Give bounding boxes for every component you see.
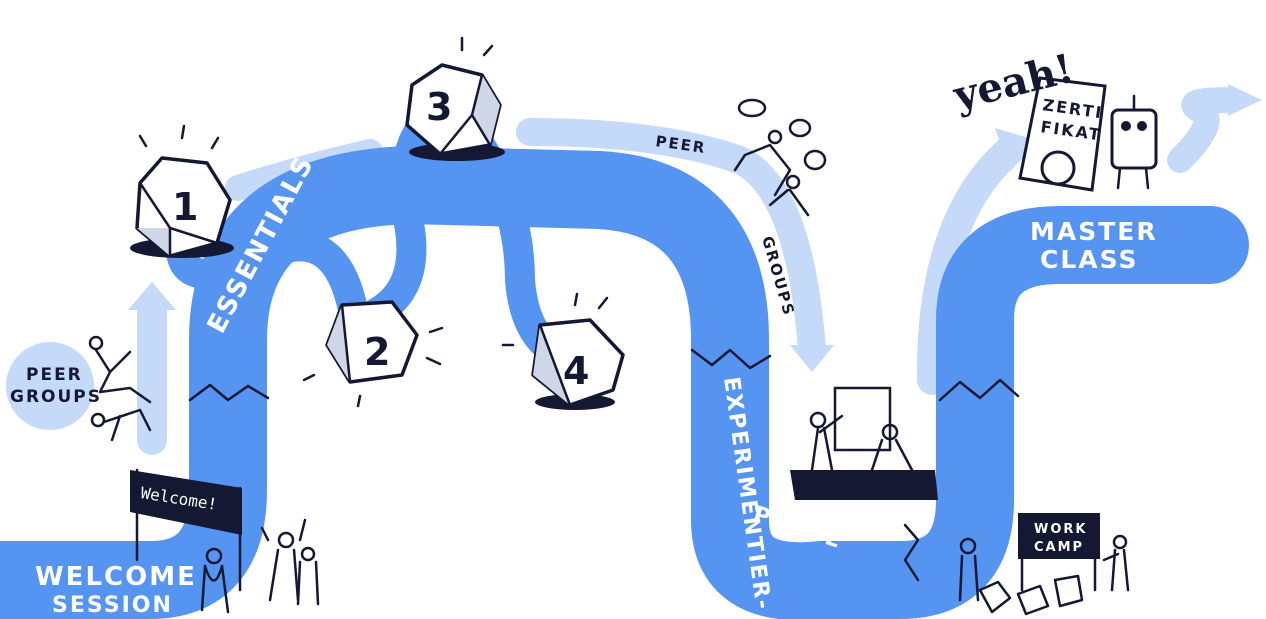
- person-head: [300, 546, 316, 562]
- certificate-paper: [1018, 76, 1107, 192]
- certificate-seal: [1040, 150, 1076, 186]
- master-up-arrow-head: [995, 128, 1035, 172]
- die-1-spark-3: [210, 136, 220, 150]
- workcamp-cube-1: [978, 580, 1012, 614]
- welcome-banner: [130, 470, 242, 535]
- crack-line-middle: [690, 348, 772, 370]
- person-head: [785, 174, 801, 190]
- person-head: [809, 411, 827, 429]
- crack-line-bottom: [903, 523, 920, 582]
- certificate-scene: ZERTI FIKAT yeah!: [948, 45, 1158, 192]
- person-head: [881, 423, 899, 441]
- workshop-ground: [790, 470, 938, 500]
- die-3-shade: [472, 75, 500, 145]
- robot-leg-left: [1116, 166, 1122, 190]
- person-figure: [260, 518, 307, 602]
- workcamp-line1: WORK: [1034, 522, 1087, 537]
- workcamp-cube-3: [1053, 574, 1084, 608]
- die-2-spark-2: [425, 356, 442, 366]
- crack-line-right: [938, 378, 1020, 402]
- die-1-shade: [137, 228, 170, 256]
- person-head: [277, 531, 295, 549]
- robot-eye-left: [1121, 121, 1131, 131]
- die-1-number: 1: [172, 185, 198, 229]
- master-class-label-line2: CLASS: [1040, 245, 1139, 274]
- person-figure: [810, 414, 844, 472]
- person-figure: [102, 408, 152, 442]
- die-4-edges: [538, 323, 572, 407]
- crack-line-left: [188, 383, 270, 402]
- person-figure: [733, 143, 792, 197]
- welcome-session-label-line1: WELCOME: [35, 562, 197, 592]
- peer-group-people-left: [88, 335, 152, 442]
- master-up-arrow-shaft: [916, 135, 1025, 395]
- peer-groups-arrow-head: [790, 345, 834, 372]
- person-figure: [958, 554, 980, 602]
- person-figure: [1102, 548, 1130, 592]
- person-head: [88, 335, 104, 351]
- person-figure: [200, 564, 230, 614]
- die-4-shade: [533, 325, 570, 405]
- left-up-arrow-head: [128, 282, 176, 310]
- person-figure: [870, 438, 914, 472]
- die-3-spark-2: [482, 44, 494, 57]
- speech-bubble: [803, 149, 827, 171]
- workcamp-cube-2: [1016, 584, 1050, 616]
- workcamp-line2: CAMP: [1034, 540, 1084, 555]
- workcamp-board: [1018, 513, 1100, 559]
- speech-bubble: [788, 118, 812, 138]
- person-head: [1112, 534, 1128, 550]
- die-2-number: 2: [364, 330, 390, 374]
- welcome-session-label-line2: SESSION: [52, 593, 173, 618]
- robot-leg-right: [1144, 166, 1150, 190]
- peer-arrow-people: [733, 98, 827, 217]
- welcome-group-people: [200, 518, 320, 614]
- peer-groups-bubble: [6, 342, 94, 430]
- die-3-edges: [438, 73, 492, 156]
- die-4-number: 4: [563, 349, 589, 393]
- person-head: [767, 129, 783, 145]
- die-2-spark-4: [356, 394, 362, 408]
- die-2: 2: [302, 300, 444, 408]
- speech-bubble: [737, 98, 767, 118]
- person-head: [959, 537, 977, 555]
- peer-groups-arrow-shaft: [516, 118, 826, 364]
- person-figure: [296, 560, 320, 606]
- die-1-spark-2: [138, 134, 148, 148]
- person-head: [205, 547, 223, 565]
- exit-squiggle-arrow: [1167, 87, 1243, 173]
- die-2-spark-1: [428, 326, 444, 334]
- peer-groups-bubble-line2: GROUPS: [10, 387, 102, 407]
- die-2-shade: [327, 305, 350, 382]
- robot-eye-right: [1137, 121, 1147, 131]
- experiment-workshop-scene: [790, 386, 938, 500]
- die-1-spark: [180, 124, 186, 140]
- main-path-river: [0, 146, 1249, 619]
- loop-1-to-2: [165, 205, 370, 335]
- exit-arrow-head: [1228, 84, 1262, 116]
- die-4-spark-1: [573, 292, 579, 307]
- workcamp-people: [958, 534, 1130, 602]
- robot-body: [1110, 108, 1158, 170]
- welcome-flag: Welcome!: [130, 468, 242, 592]
- people-sketches: [88, 98, 1130, 614]
- die-4: 4: [501, 292, 625, 410]
- die-4-spark-2: [597, 296, 609, 310]
- die-3: 3: [405, 36, 505, 161]
- master-class-label-line1: MASTER: [1030, 217, 1158, 246]
- person-figure: [768, 188, 810, 217]
- person-figure: [94, 348, 152, 404]
- die-3-number: 3: [426, 85, 452, 129]
- peer-groups-bubble-line1: PEER: [26, 365, 83, 385]
- light-guide-arrows: [6, 84, 1262, 455]
- person-head: [90, 412, 106, 428]
- die-1-edges: [138, 181, 219, 258]
- die-2-spark-3: [302, 373, 316, 382]
- workcamp-sign: WORK CAMP: [978, 513, 1100, 616]
- die-2-edges: [340, 303, 352, 384]
- die-1: 1: [130, 124, 234, 258]
